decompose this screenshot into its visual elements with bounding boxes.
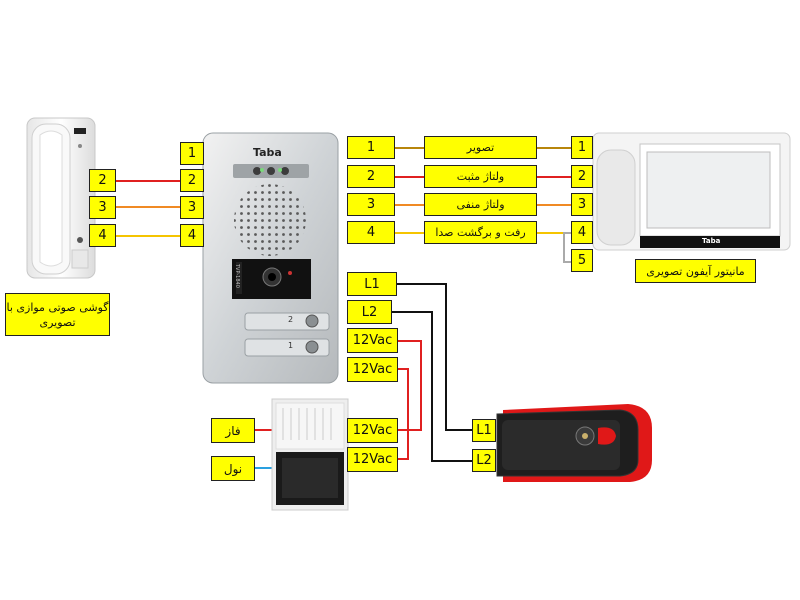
wire-label-video: تصویر xyxy=(424,136,537,159)
handset-button-icon xyxy=(77,237,83,243)
wire-12vac-a xyxy=(398,340,422,431)
wire-12vac-b xyxy=(398,368,409,460)
monitor-caption: مانیتور آیفون تصویری xyxy=(635,259,756,283)
panel-left-terminal-3: 3 xyxy=(180,196,204,219)
panel-right-terminal-4: 4 xyxy=(347,221,395,244)
wire-l2 xyxy=(392,311,472,462)
handset-wires xyxy=(116,180,180,237)
transformer-neutral: نول xyxy=(211,456,255,481)
handset-terminal-4: 4 xyxy=(89,224,116,247)
monitor-terminal-3: 3 xyxy=(571,193,593,216)
panel-button-label-2: 2 xyxy=(288,315,294,324)
monitor-terminal-5: 5 xyxy=(571,249,593,272)
panel-terminal-12vac-a: 12Vac xyxy=(347,328,398,353)
wire-jumper-4-5 xyxy=(563,232,571,263)
wire-label-audio: رفت و برگشت صدا xyxy=(424,221,537,244)
panel-terminal-l2: L2 xyxy=(347,300,392,324)
wire-label-positive: ولتاژ مثبت xyxy=(424,165,537,188)
lock-terminal-l1: L1 xyxy=(472,419,496,442)
lock-release-button xyxy=(598,427,616,445)
video-monitor-device xyxy=(592,132,791,251)
monitor-brand: Taba xyxy=(702,237,721,245)
electric-lock-device xyxy=(496,404,652,482)
panel-right-terminal-1: 1 xyxy=(347,136,395,159)
panel-brand: Taba xyxy=(253,146,282,159)
monitor-terminal-1: 1 xyxy=(571,136,593,159)
panel-terminal-12vac-b: 12Vac xyxy=(347,357,398,382)
panel-left-terminal-1: 1 xyxy=(180,142,204,165)
panel-right-terminal-2: 2 xyxy=(347,165,395,188)
panel-right-terminal-3: 3 xyxy=(347,193,395,216)
panel-model: TVP-1840 xyxy=(234,264,240,288)
monitor-screen xyxy=(646,151,771,229)
door-panel-device xyxy=(202,132,339,384)
wire-label-negative: ولتاژ منفی xyxy=(424,193,537,216)
monitor-terminal-4: 4 xyxy=(571,221,593,244)
handset-terminal-3: 3 xyxy=(89,196,116,219)
handset-caption: گوشی صوتی موازی با تصویری xyxy=(5,293,110,336)
power-transformer-device xyxy=(271,398,349,511)
transformer-phase: فاز xyxy=(211,418,255,443)
panel-left-terminal-4: 4 xyxy=(180,224,204,247)
panel-left-terminal-2: 2 xyxy=(180,169,204,192)
speaker-grill xyxy=(234,184,306,256)
monitor-terminal-2: 2 xyxy=(571,165,593,188)
panel-button-label-1: 1 xyxy=(288,341,294,350)
wire-l1 xyxy=(397,283,472,431)
handset-terminal-2: 2 xyxy=(89,169,116,192)
monitor-handset xyxy=(596,149,636,246)
panel-terminal-l1: L1 xyxy=(347,272,397,296)
audio-handset-device xyxy=(26,117,96,279)
transformer-out-12vac-b: 12Vac xyxy=(347,447,398,472)
transformer-out-12vac-a: 12Vac xyxy=(347,418,398,443)
handset-label-chip xyxy=(74,128,86,134)
lock-terminal-l2: L2 xyxy=(472,449,496,472)
